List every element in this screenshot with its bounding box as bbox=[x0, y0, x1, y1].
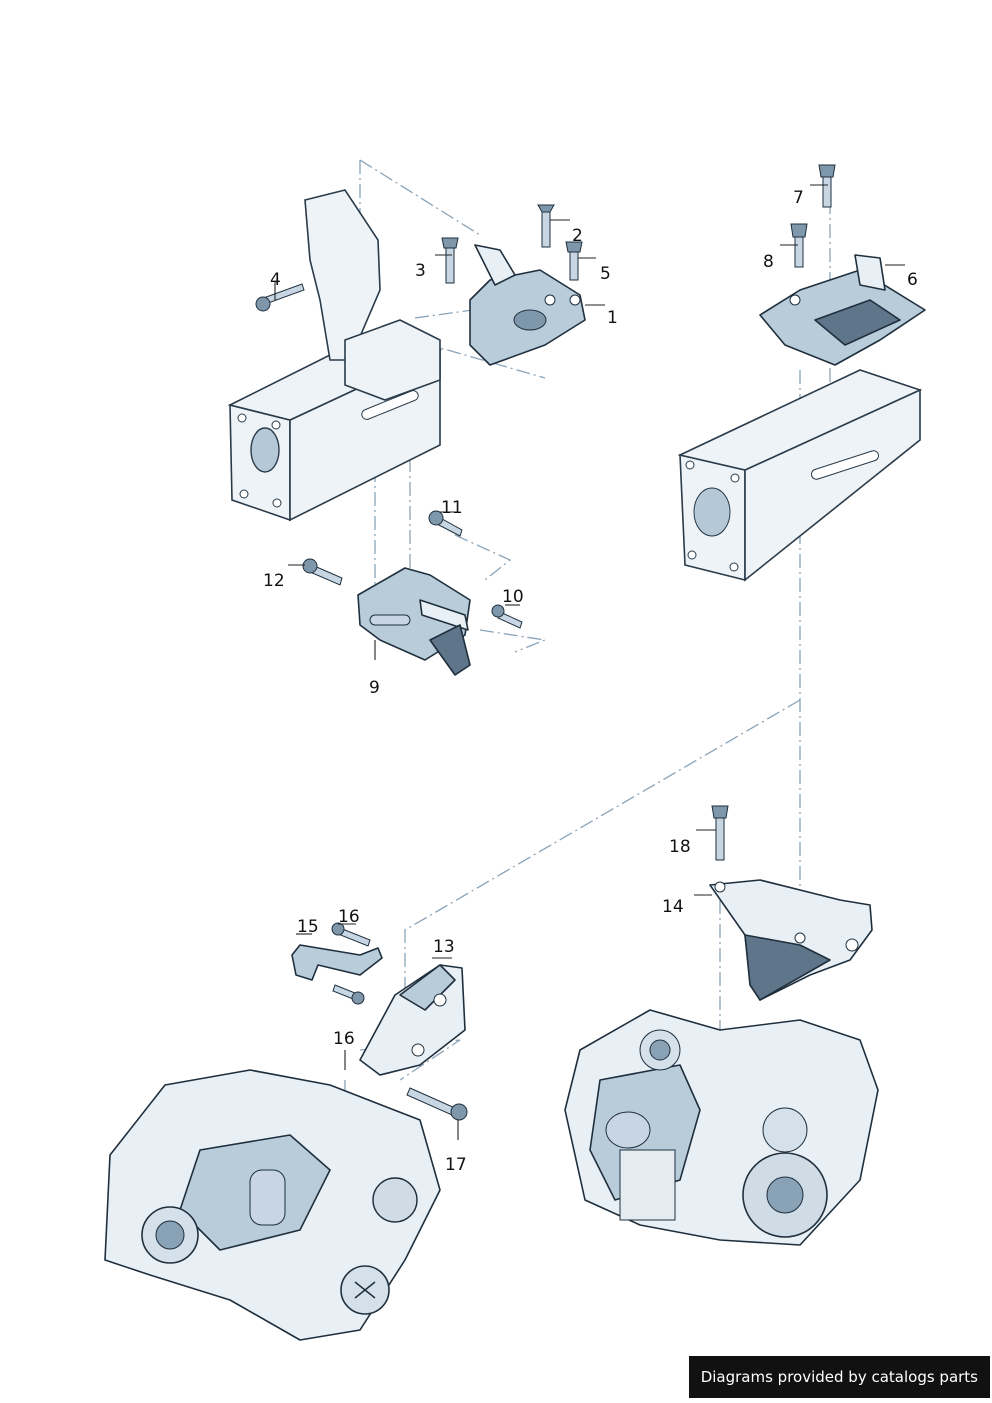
callouts: 1 2 3 4 5 6 7 8 9 10 11 12 13 14 15 16 1… bbox=[263, 188, 918, 1175]
bracket-14 bbox=[709, 879, 873, 1001]
bracket-15 bbox=[291, 944, 383, 981]
support-9 bbox=[357, 567, 471, 676]
bolt-18 bbox=[711, 805, 729, 861]
dsg-gearbox bbox=[564, 1009, 879, 1246]
callout-7: 7 bbox=[793, 188, 804, 208]
bolt-12 bbox=[302, 558, 343, 586]
callout-3: 3 bbox=[415, 261, 426, 281]
bolt-7 bbox=[818, 164, 836, 208]
callout-13: 13 bbox=[433, 937, 455, 957]
bolt-10 bbox=[491, 604, 523, 629]
callout-14: 14 bbox=[662, 897, 684, 917]
bolt-16-lower bbox=[332, 984, 365, 1005]
bolt-3 bbox=[441, 237, 459, 284]
right-subframe bbox=[677, 369, 923, 582]
callout-8: 8 bbox=[763, 252, 774, 272]
mount-1 bbox=[469, 244, 586, 366]
callout-9: 9 bbox=[369, 678, 380, 698]
footer-credit: Diagrams provided by catalogs parts bbox=[688, 1356, 990, 1398]
bolt-8 bbox=[790, 223, 808, 268]
callout-6: 6 bbox=[907, 270, 918, 290]
bolt-16-upper bbox=[331, 922, 371, 947]
callout-16-lower: 16 bbox=[333, 1029, 355, 1049]
bolt-4 bbox=[255, 283, 305, 312]
callout-16-upper: 16 bbox=[338, 907, 360, 927]
callout-5: 5 bbox=[600, 264, 611, 284]
mount-6 bbox=[759, 254, 926, 366]
callout-17: 17 bbox=[445, 1155, 467, 1175]
callout-2: 2 bbox=[572, 226, 583, 246]
callout-18: 18 bbox=[669, 837, 691, 857]
left-subframe bbox=[227, 189, 443, 522]
callout-1: 1 bbox=[607, 308, 618, 328]
bolt-5 bbox=[565, 241, 583, 281]
callout-4: 4 bbox=[270, 270, 281, 290]
bolt-2 bbox=[537, 204, 555, 248]
bracket-13 bbox=[359, 964, 466, 1076]
leader-lines bbox=[274, 184, 905, 1140]
bolt-17 bbox=[406, 1087, 468, 1121]
bolt-11 bbox=[428, 510, 463, 537]
callout-11: 11 bbox=[441, 498, 463, 518]
callout-10: 10 bbox=[502, 587, 524, 607]
callout-15: 15 bbox=[297, 917, 319, 937]
callout-12: 12 bbox=[263, 571, 285, 591]
manual-gearbox bbox=[104, 1069, 441, 1341]
